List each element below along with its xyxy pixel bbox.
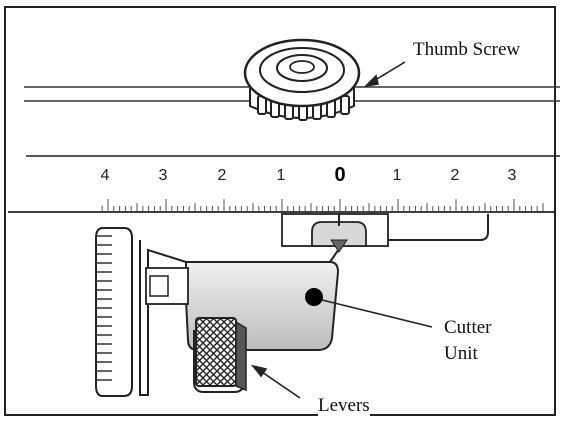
scale-number-zero: 0	[334, 164, 345, 186]
thumb-screw	[243, 38, 361, 121]
cutter-unit-label-line-1: Cutter	[444, 316, 492, 340]
scale-number-left-2: 2	[218, 167, 227, 184]
cutter-unit-label-line-2: Unit	[444, 342, 478, 366]
scale-number-right-2: 2	[451, 167, 460, 184]
cutter-unit	[95, 213, 489, 397]
scale-number-left-4: 4	[101, 167, 110, 184]
scale-number-left-1: 1	[277, 167, 286, 184]
thumb-screw-label: Thumb Screw	[413, 38, 521, 62]
wheel-ridges	[96, 235, 112, 381]
scale-number-right-3: 3	[508, 167, 517, 184]
leader-lines	[250, 61, 433, 399]
outer-frame	[4, 6, 556, 416]
scale-ticks	[101, 199, 544, 211]
scale-number-right-1: 1	[393, 167, 402, 184]
cutter-unit-dot	[305, 288, 323, 306]
scale-number-left-3: 3	[159, 167, 168, 184]
measurement-scale: 4 3 2 1 0 1 2 3	[8, 155, 560, 213]
levers-label: Levers	[318, 394, 370, 418]
